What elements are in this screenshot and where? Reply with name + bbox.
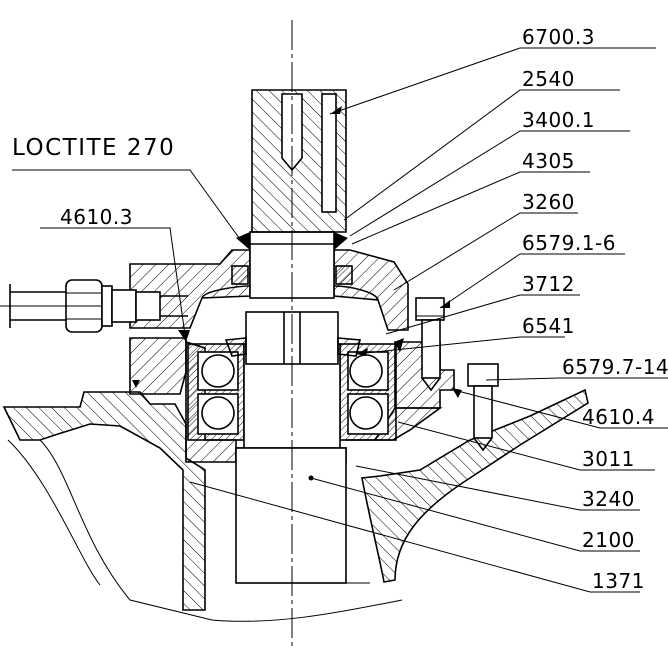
- callout-6579-7-14: 6579.7-14: [562, 355, 668, 379]
- callout-3011: 3011: [582, 447, 635, 471]
- leader-arrows: [330, 106, 450, 356]
- callout-4610-3: 4610.3: [60, 205, 133, 229]
- callout-1371: 1371: [592, 569, 645, 593]
- screw-6579-1-6: [415, 297, 445, 392]
- callout-3240: 3240: [582, 487, 635, 511]
- callout-6579-1-6: 6579.1-6: [522, 231, 616, 255]
- shaft-2100: [235, 343, 370, 584]
- callout-6700-3: 6700.3: [522, 25, 595, 49]
- callout-3712: 3712: [522, 272, 575, 296]
- seal-4305: [231, 232, 353, 285]
- callout-4305: 4305: [522, 149, 575, 173]
- bearing-right: [339, 343, 397, 441]
- annotation-loctite: LOCTITE 270: [12, 135, 175, 161]
- flange-6700-3: [251, 89, 347, 233]
- bearing-left: [187, 343, 245, 441]
- callout-4610-4: 4610.4: [582, 405, 655, 429]
- callout-6541: 6541: [522, 314, 575, 338]
- callout-2100: 2100: [582, 528, 635, 552]
- leader-lines: [12, 47, 668, 593]
- callouts: LOCTITE 270 4610.3 6700.3 2540 3400.1 43…: [12, 25, 668, 593]
- screw-6579-7-14: [467, 363, 499, 452]
- callout-3400-1: 3400.1: [522, 108, 595, 132]
- fitting-3712: [0, 279, 188, 333]
- callout-3260: 3260: [522, 190, 575, 214]
- callout-2540: 2540: [522, 67, 575, 91]
